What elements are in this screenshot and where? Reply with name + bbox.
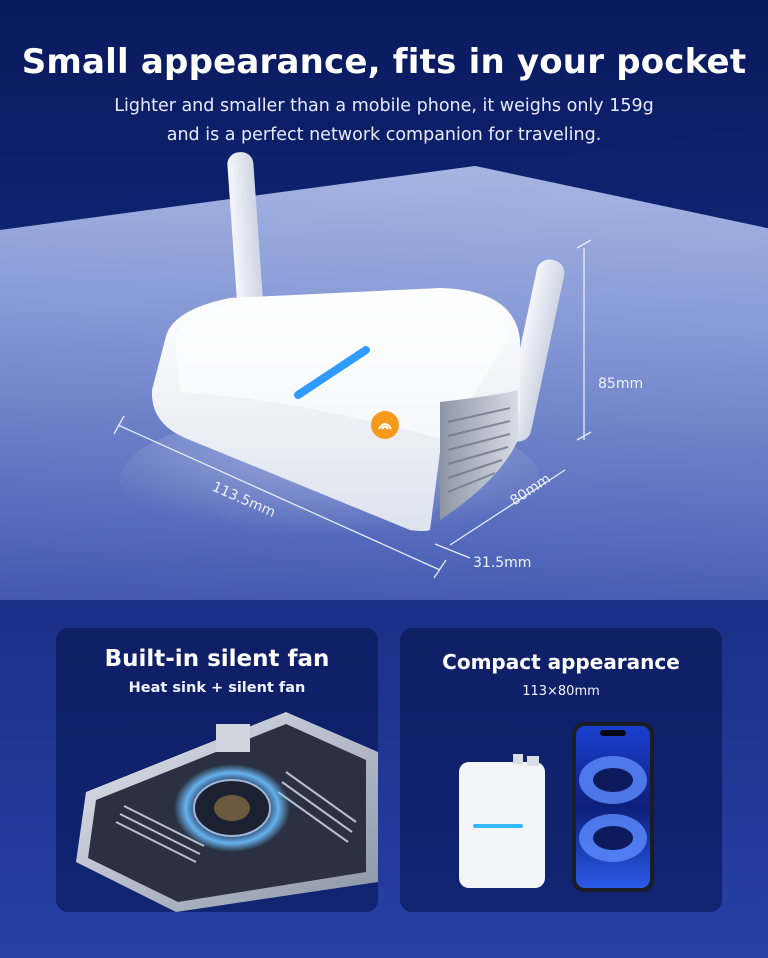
compact-feature-card: Compact appearance 113×80mm [400, 628, 722, 912]
subtitle-line-2: and is a perfect network companion for t… [166, 125, 602, 145]
fan-internals-image [76, 712, 378, 912]
fan-card-title: Built-in silent fan [104, 646, 330, 672]
dimension-lines [113, 239, 592, 579]
subtitle-line-1: Lighter and smaller than a mobile phone,… [114, 96, 654, 116]
dimension-height: 85mm [598, 376, 644, 392]
fan-feature-card: Built-in silent fan Heat sink + silent f… [56, 628, 378, 912]
compact-card-title: Compact appearance [442, 650, 680, 674]
antenna-left [227, 152, 263, 312]
router-drawing [113, 152, 592, 579]
page-title: Small appearance, fits in your pocket [21, 42, 747, 82]
compact-card-subtitle: 113×80mm [522, 684, 600, 699]
dimension-depth: 31.5mm [473, 555, 532, 571]
brand-logo [371, 411, 399, 439]
phone-image [572, 722, 654, 892]
router-illustration: 85mm 113.5mm 80mm 31.5mm [0, 140, 768, 610]
page-subtitle: Lighter and smaller than a mobile phone,… [60, 92, 708, 150]
led-indicator [294, 346, 370, 399]
fan-card-subtitle: Heat sink + silent fan [128, 680, 306, 696]
router-front-image [459, 754, 545, 888]
